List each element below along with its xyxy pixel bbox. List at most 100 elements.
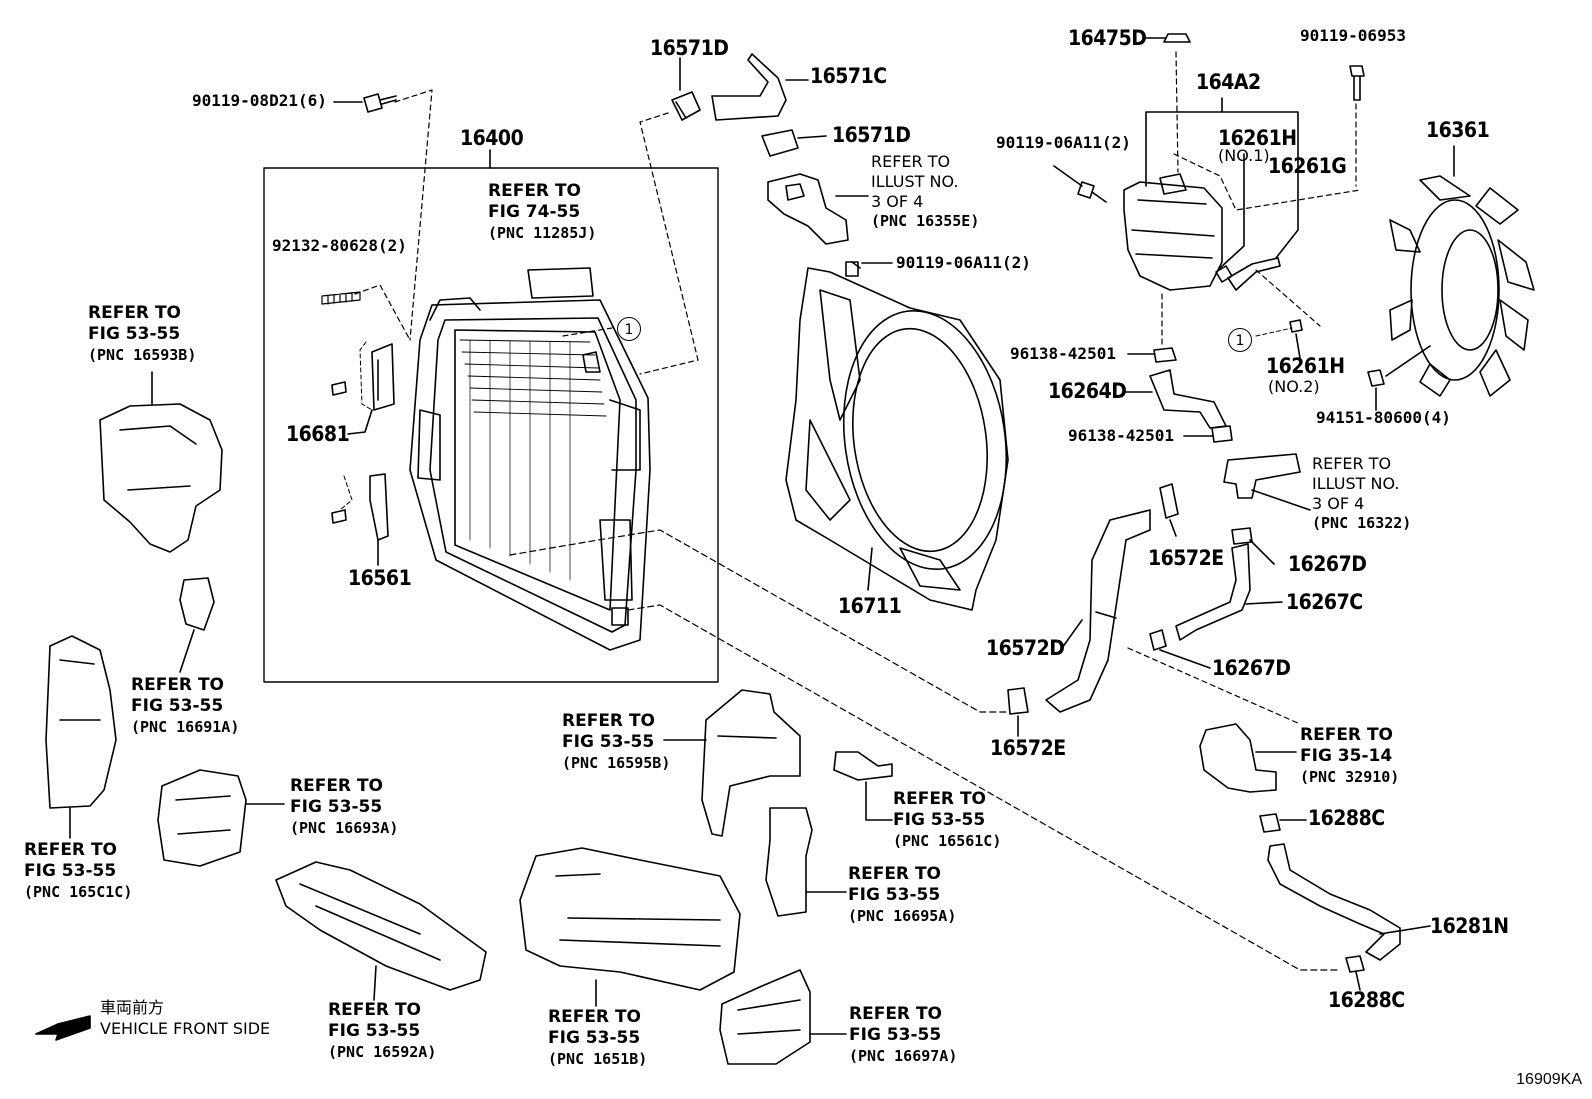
radiator-assembly-box [263,167,719,683]
vehicle-front-arrow-icon [35,1015,91,1041]
part-16572E-label-a: 16572E [1148,546,1224,570]
part-90119-06A11-label-b: 90119-06A11(2) [896,253,1031,272]
part-96138-42501-label-b: 96138-42501 [1068,426,1174,445]
bracket-16695A [765,807,813,917]
dash-hose-lower-2 [627,604,1341,971]
shield-16592A [275,861,487,991]
part-16681-label: 16681 [286,422,350,446]
part-16261H-no2-label: 16261H [1266,354,1345,378]
part-16264D-label: 16264D [1048,379,1127,403]
bracket-16561 [369,473,389,541]
part-16261H-no2-note: (NO.2) [1268,377,1320,396]
cap-16475D [1163,33,1191,43]
clamp-96138-b [1211,425,1233,443]
bolt-08D21 [363,93,397,113]
part-90119-06953-label: 90119-06953 [1300,26,1406,45]
dash-08D21 [394,89,433,341]
callout-1-reservoir: 1 [1228,328,1252,352]
part-16475D-label: 16475D [1068,26,1147,50]
clamp-16267D-a [1231,527,1253,545]
shield-1651B [519,847,741,991]
pipe-16322 [1223,453,1301,499]
hose-16572D [1045,509,1151,713]
vehicle-front-note: 車両前方 VEHICLE FRONT SIDE [100,998,270,1040]
hose-16281N [1267,843,1401,961]
ref-fig-165C1C: REFER TO FIG 53-55 (PNC 165C1C) [24,840,133,901]
part-16288C-label-a: 16288C [1308,806,1385,830]
part-90119-06A11-label-a: 90119-06A11(2) [996,133,1131,152]
clamp-16288C-b [1345,955,1365,973]
clamp-16571D-b [761,129,799,157]
part-164A2-label: 164A2 [1196,70,1261,94]
part-16571D-label-top: 16571D [650,36,729,60]
bolt-06A11-a [1077,181,1107,203]
ref-fig-74-55: REFER TO FIG 74-55 (PNC 11285J) [488,181,597,242]
ref-fig-16593B: REFER TO FIG 53-55 (PNC 16593B) [88,303,197,364]
part-96138-42501-label-a: 96138-42501 [1010,344,1116,363]
hose-16571C [711,53,787,121]
hose-16267C [1175,543,1251,641]
part-16267D-label-b: 16267D [1212,656,1291,680]
dash-callout-1 [562,327,613,337]
part-16261H-no1-label: 16261H [1218,126,1297,150]
pump-32910 [1199,723,1277,793]
ref-illust-16355E: REFER TO ILLUST NO. 3 OF 4 (PNC 16355E) [871,152,980,230]
diagram-id: 16909KA [1516,1071,1582,1088]
label-sheet [527,267,594,299]
part-90119-08D21-label: 90119-08D21(6) [192,91,327,110]
dash-hose-lower [509,529,1007,713]
part-16572E-label-b: 16572E [990,736,1066,760]
ref-fig-1651B: REFER TO FIG 53-55 (PNC 1651B) [548,1007,648,1068]
clamp-16267D-b [1149,629,1167,651]
part-16571D-label-mid: 16571D [832,123,911,147]
ref-fig-16693A: REFER TO FIG 53-55 (PNC 16693A) [290,776,399,837]
vehicle-front-japanese: 車両前方 [100,998,165,1017]
bolt-06953 [1349,65,1365,101]
part-16261G-label: 16261G [1268,154,1347,178]
dash-92132 [354,284,411,341]
vehicle-front-english: VEHICLE FRONT SIDE [100,1018,271,1038]
fan-shroud-drawing [785,261,1009,611]
part-16267D-label-a: 16267D [1288,552,1367,576]
reservoir-164A2 [1123,181,1223,291]
hose-16264D [1149,369,1227,429]
shield-16593B [99,403,223,553]
cooling-fan-drawing [1389,175,1535,397]
bracket-16693A [157,769,247,867]
part-16281N-label: 16281N [1430,914,1509,938]
ref-fig-16695A: REFER TO FIG 53-55 (PNC 16695A) [848,864,957,925]
shield-165C1C [45,635,117,809]
nut-94151 [1367,369,1385,387]
ref-illust-16322: REFER TO ILLUST NO. 3 OF 4 (PNC 16322) [1312,454,1412,532]
shield-16595B [701,689,801,837]
part-16572D-label: 16572D [986,636,1065,660]
ref-fig-16592A: REFER TO FIG 53-55 (PNC 16592A) [328,1000,437,1061]
bracket-16681 [371,343,395,411]
part-92132-80628-label: 92132-80628(2) [272,236,407,255]
ref-fig-16691A: REFER TO FIG 53-55 (PNC 16691A) [131,675,240,736]
clamp-16572E-b [1007,687,1029,715]
part-16571C-label: 16571C [810,64,887,88]
ref-fig-16697A: REFER TO FIG 53-55 (PNC 16697A) [849,1004,958,1065]
ref-fig-16561C: REFER TO FIG 53-55 (PNC 16561C) [893,789,1002,850]
part-16361-label: 16361 [1426,118,1490,142]
part-16261H-no1-note: (NO.1) [1218,146,1270,165]
part-16400-label: 16400 [460,126,524,150]
bracket-16561C [833,751,893,781]
part-16711-label: 16711 [838,594,902,618]
radiator-drawing [409,297,651,651]
clamp-96138-a [1153,347,1177,363]
bracket-16697A [719,969,811,1065]
hose-16261G [1227,257,1281,291]
clip-16691A [179,577,215,631]
clamp-16288C-a [1259,813,1281,833]
part-94151-80600-label: 94151-80600(4) [1316,408,1451,427]
water-outlet [767,173,849,245]
part-16267C-label: 16267C [1286,590,1363,614]
clamp-16572E-a [1159,483,1179,519]
stud-92132 [321,291,361,305]
dash-16571D [639,112,699,375]
callout-1-radiator: 1 [617,317,641,341]
clamp-16261H-2 [1289,319,1303,333]
